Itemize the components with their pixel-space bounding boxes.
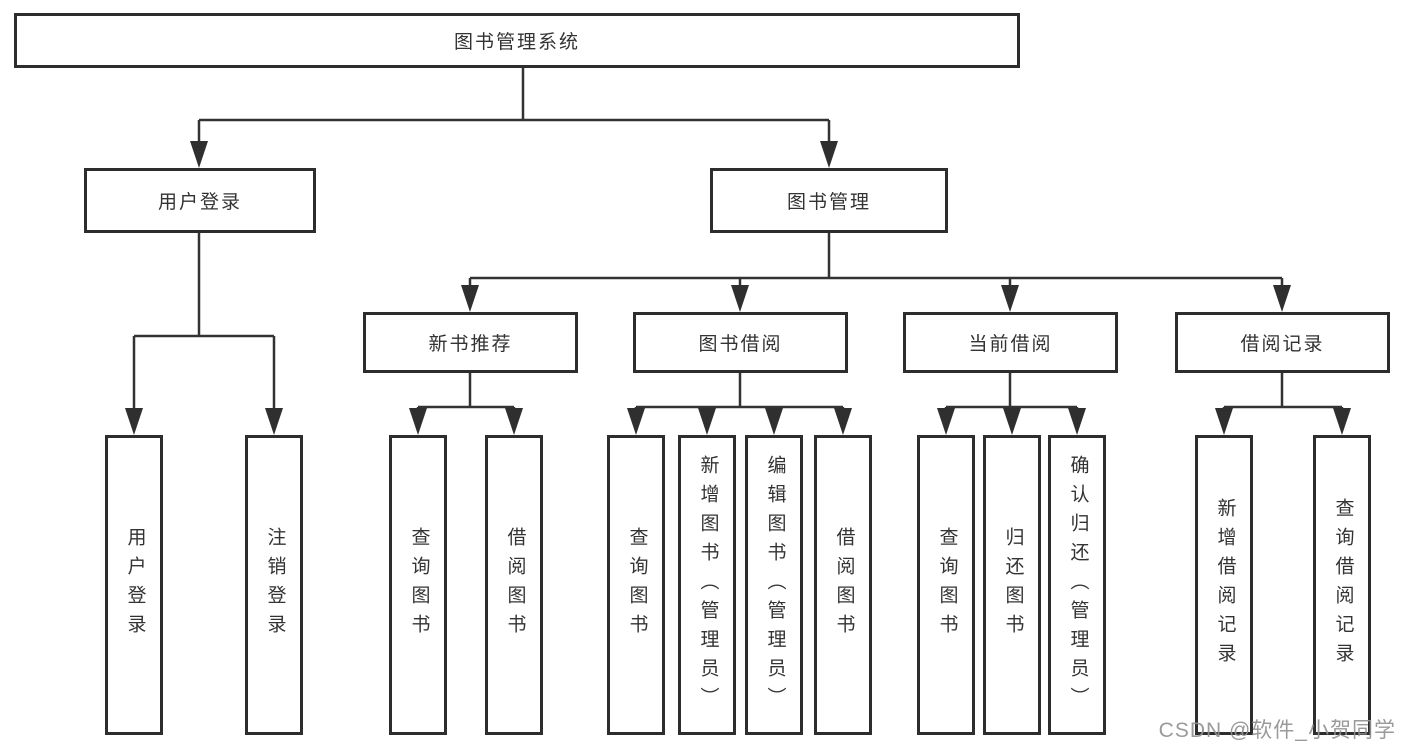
arrowheads — [125, 141, 1351, 435]
leaf-borrow-borrow-book: 借阅图书 — [814, 435, 872, 735]
node-current-borrow: 当前借阅 — [903, 312, 1118, 373]
leaf-borrow-query-book: 查询图书 — [607, 435, 665, 735]
leaf-borrow-edit-book-admin: 编辑图书（管理员） — [745, 435, 803, 735]
node-label: 查询图书 — [936, 527, 958, 643]
connector-group-borrow-records — [1222, 373, 1344, 413]
node-label: 查询图书 — [408, 527, 430, 643]
node-label: 查询借阅记录 — [1332, 498, 1354, 672]
node-label: 图书管理系统 — [453, 32, 580, 53]
node-label: 用户登录 — [124, 527, 146, 643]
node-library-management-system: 图书管理系统 — [14, 13, 1020, 68]
connector-group-root — [197, 68, 831, 146]
leaf-user-login: 用户登录 — [105, 435, 163, 735]
node-user-login: 用户登录 — [84, 168, 316, 233]
node-label: 新书推荐 — [428, 334, 513, 355]
leaf-records-add-record: 新增借阅记录 — [1195, 435, 1253, 735]
leaf-logout-login: 注销登录 — [245, 435, 303, 735]
leaf-records-query-record: 查询借阅记录 — [1313, 435, 1371, 735]
node-borrow-records: 借阅记录 — [1175, 312, 1390, 373]
node-label: 确认归还（管理员） — [1067, 454, 1089, 716]
connector-group-user-login — [132, 233, 276, 412]
node-label: 注销登录 — [264, 527, 286, 643]
leaf-newrec-query-book: 查询图书 — [389, 435, 447, 735]
node-label: 图书管理 — [786, 192, 871, 213]
node-book-borrow: 图书借阅 — [633, 312, 848, 373]
csdn-watermark: CSDN @软件_小贺同学 — [1158, 719, 1396, 742]
leaf-current-return-book: 归还图书 — [983, 435, 1041, 735]
node-new-book-recommend: 新书推荐 — [363, 312, 578, 373]
node-label: 编辑图书（管理员） — [764, 454, 786, 716]
node-book-management: 图书管理 — [710, 168, 948, 233]
leaf-current-confirm-return-admin: 确认归还（管理员） — [1048, 435, 1106, 735]
node-label: 图书借阅 — [698, 334, 783, 355]
node-label: 借阅图书 — [504, 527, 526, 643]
node-label: 当前借阅 — [968, 334, 1053, 355]
leaf-borrow-add-book-admin: 新增图书（管理员） — [678, 435, 736, 735]
node-label: 用户登录 — [157, 192, 242, 213]
node-label: 归还图书 — [1002, 527, 1024, 643]
node-label: 查询图书 — [626, 527, 648, 643]
connector-group-book-management — [468, 233, 1284, 290]
connector-group-book-borrow — [634, 373, 845, 413]
connector-group-new-book-recommend — [416, 373, 516, 413]
connector-group-current-borrow — [944, 373, 1079, 413]
node-label: 新增借阅记录 — [1214, 498, 1236, 672]
node-label: 借阅记录 — [1240, 334, 1325, 355]
node-label: 新增图书（管理员） — [697, 454, 719, 716]
leaf-current-query-book: 查询图书 — [917, 435, 975, 735]
node-label: 借阅图书 — [833, 527, 855, 643]
leaf-newrec-borrow-book: 借阅图书 — [485, 435, 543, 735]
